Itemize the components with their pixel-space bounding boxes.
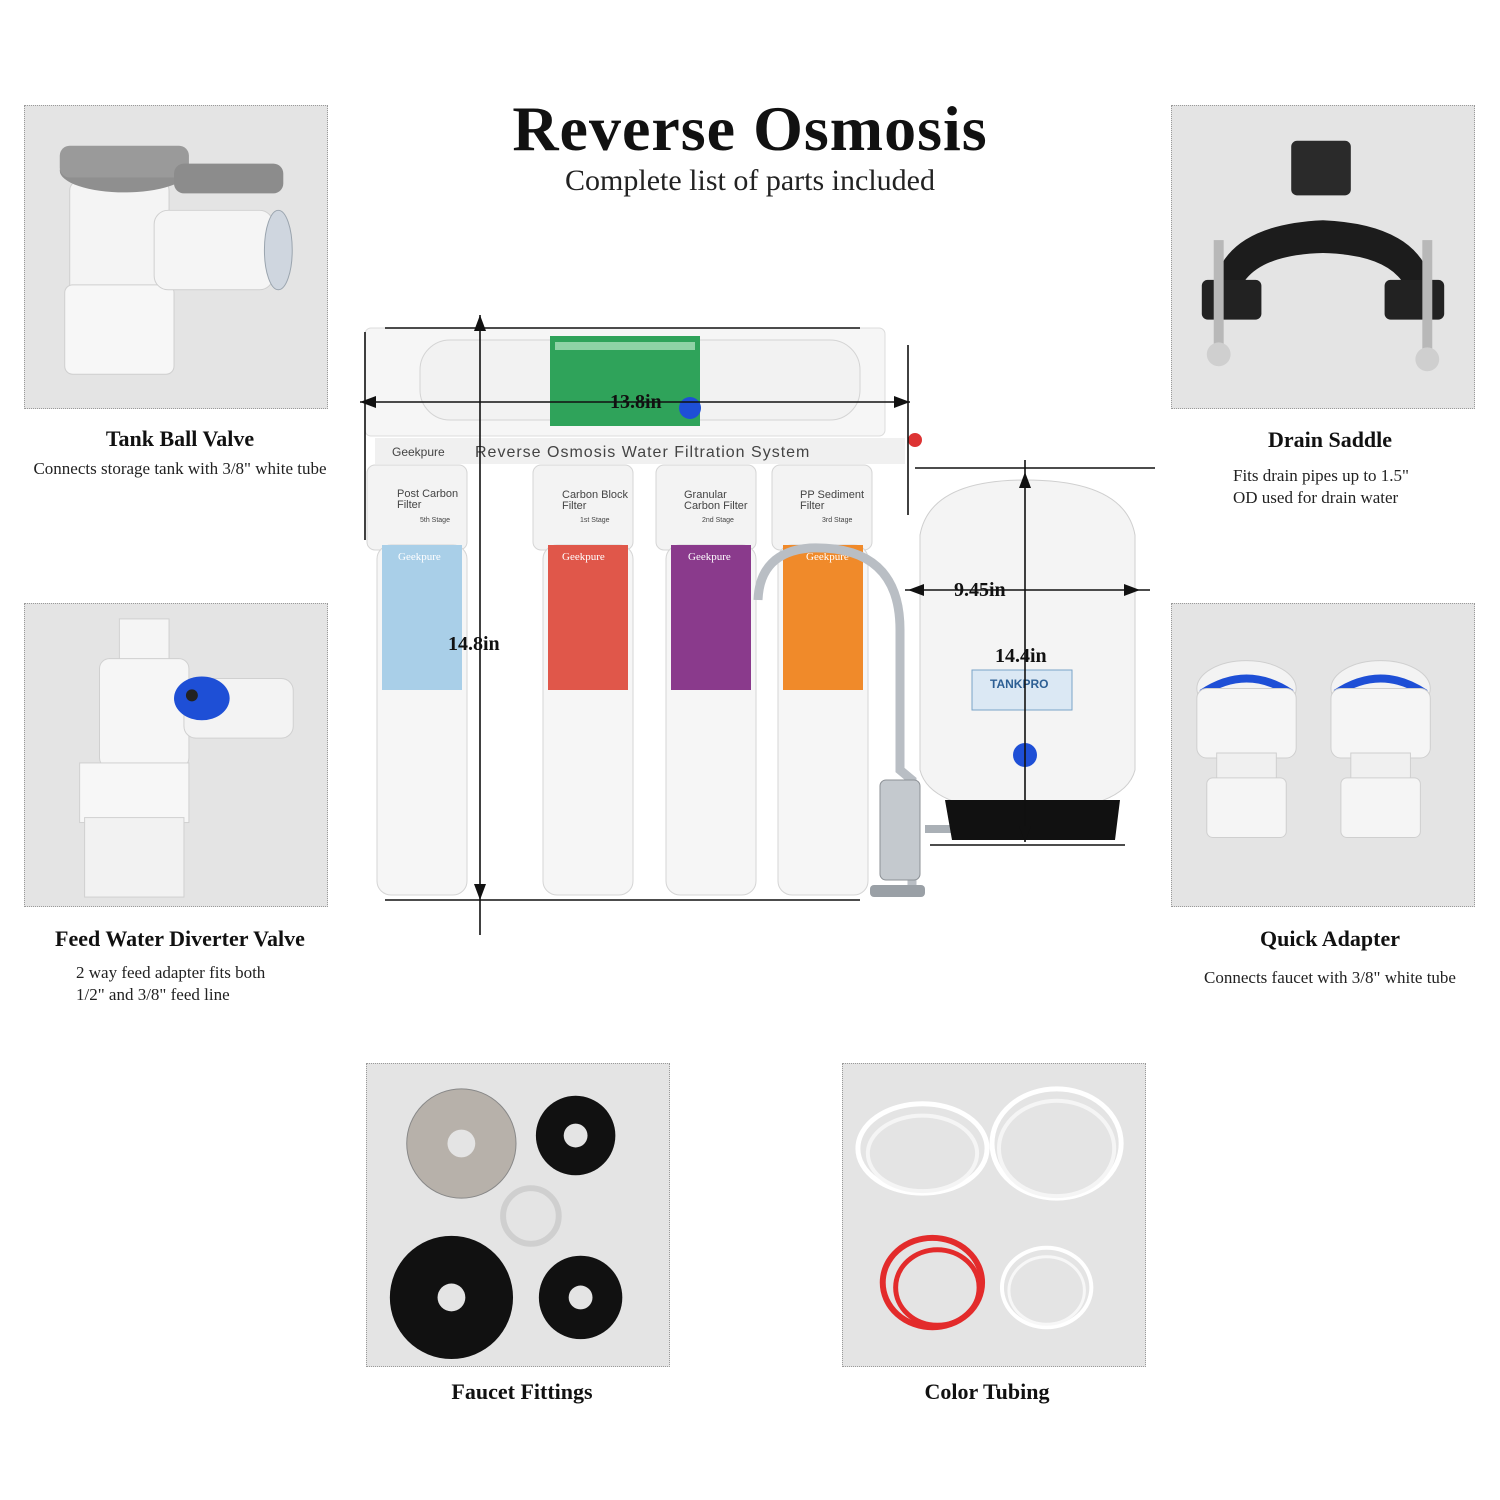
- faucet-fittings-title: Faucet Fittings: [451, 1379, 593, 1404]
- filter-3-stage: 3rd Stage: [822, 517, 852, 524]
- filter-2-brand: Geekpure: [688, 551, 731, 563]
- membrane-valve-blue: [679, 397, 701, 419]
- page-subtitle: Complete list of parts included: [565, 164, 935, 197]
- feed-water-diverter-valve-photo: [24, 603, 328, 907]
- diverter-valve-icon: [79, 618, 294, 898]
- faucet-fittings-photo: [366, 1063, 670, 1367]
- color-tubing-photo: [842, 1063, 1146, 1367]
- filter-stage-2: Granular Carbon Filter 2nd Stage Geekpur…: [655, 464, 757, 896]
- filter-2-stage: 2nd Stage: [702, 517, 734, 524]
- quick-adapter-photo: [1171, 603, 1475, 907]
- filter-2-name-1: Granular: [684, 489, 727, 501]
- header-brand: Geekpure: [392, 445, 445, 459]
- faucet: [753, 543, 965, 897]
- filter-5-name-1: Post Carbon: [397, 488, 458, 500]
- filter-5-stage: 5th Stage: [420, 517, 450, 524]
- tank-ball-valve-title: Tank Ball Valve: [105, 426, 255, 451]
- feed-water-diverter-valve-title: Feed Water Diverter Valve: [55, 926, 305, 951]
- drain-saddle-desc-line2: OD used for drain water: [1233, 488, 1399, 507]
- tank-label: TANKPRO: [990, 677, 1048, 691]
- dim-tank-width: 9.45in: [954, 579, 1006, 601]
- faucet-fittings-icon: [389, 1088, 623, 1360]
- drain-saddle-title: Drain Saddle: [1267, 427, 1393, 452]
- color-tubing-icon: [855, 1086, 1124, 1331]
- dimension-lines: [360, 315, 1155, 935]
- feed-water-diverter-valve-desc-line1: 2 way feed adapter fits both: [76, 963, 266, 982]
- tank-ball-valve-photo: [24, 105, 328, 409]
- system-label: Reverse Osmosis Water Filtration System: [475, 444, 810, 461]
- dimension-arrows: [360, 315, 1140, 900]
- dim-height: 14.8in: [448, 633, 500, 655]
- tank-ball-valve-desc: Connects storage tank with 3/8" white tu…: [33, 459, 327, 478]
- quick-adapter-desc: Connects faucet with 3/8" white tube: [1204, 968, 1456, 987]
- filter-1-name-1: Carbon Block: [562, 489, 629, 501]
- filter-1-brand: Geekpure: [562, 551, 605, 563]
- feed-water-diverter-valve-desc-line2: 1/2" and 3/8" feed line: [76, 985, 230, 1004]
- filter-1-name-2: Filter: [562, 500, 587, 512]
- quick-adapter-title: Quick Adapter: [1260, 926, 1400, 951]
- quick-adapter-icon: [1196, 660, 1431, 838]
- filter-stage-5: Post Carbon Filter 5th Stage Geekpure: [366, 464, 468, 896]
- storage-tank: TANKPRO: [919, 479, 1136, 840]
- ro-system-diagram: Geekpure Reverse Osmosis Water Filtratio…: [340, 300, 1170, 940]
- drain-saddle-photo: [1171, 105, 1475, 409]
- filter-5-name-2: Filter: [397, 499, 422, 511]
- dim-width: 13.8in: [610, 391, 662, 413]
- drain-saddle-desc-line1: Fits drain pipes up to 1.5": [1233, 466, 1409, 485]
- filter-5-brand: Geekpure: [398, 551, 441, 563]
- ball-valve-icon: [59, 145, 293, 375]
- dim-tank-height: 14.4in: [995, 645, 1047, 667]
- filter-3-name-2: Filter: [800, 500, 825, 512]
- drain-saddle-icon: [1201, 140, 1445, 372]
- filter-stage-3: PP Sediment Filter 3rd Stage Geekpure: [771, 464, 873, 896]
- filter-2-name-2: Carbon Filter: [684, 500, 748, 512]
- filter-stage-1: Carbon Block Filter 1st Stage Geekpure: [532, 464, 634, 896]
- color-tubing-title: Color Tubing: [924, 1379, 1050, 1404]
- filter-3-name-1: PP Sediment: [800, 489, 864, 501]
- filter-1-stage: 1st Stage: [580, 517, 610, 524]
- page-title: Reverse Osmosis: [512, 93, 988, 164]
